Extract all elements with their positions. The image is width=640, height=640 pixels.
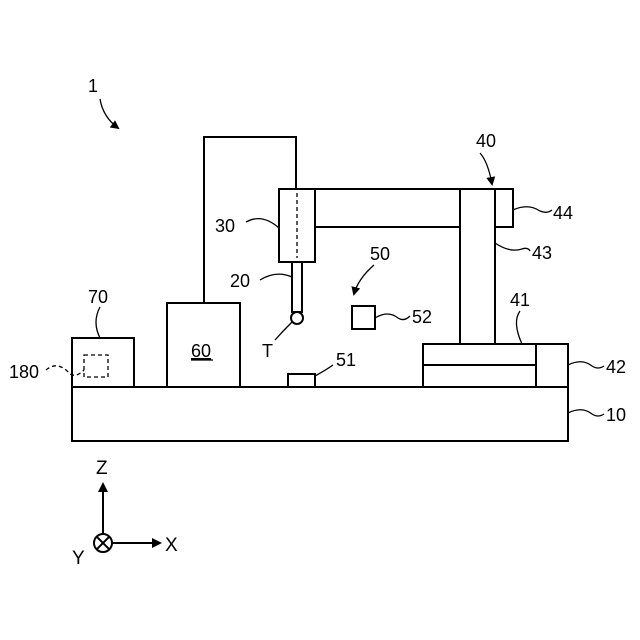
label-43: 43 — [532, 243, 552, 263]
arrow-50 — [354, 265, 374, 294]
y-axis-label: Y — [72, 548, 85, 569]
label-40: 40 — [476, 131, 496, 151]
leader-T — [275, 322, 292, 340]
controller-70 — [72, 338, 134, 387]
label-1: 1 — [88, 76, 98, 96]
z-axis-label: Z — [96, 458, 108, 479]
object-51 — [288, 374, 315, 387]
leader-43 — [495, 243, 530, 251]
leader-20 — [260, 274, 292, 280]
x-axis-label: X — [165, 535, 178, 556]
label-41: 41 — [510, 290, 530, 310]
label-70: 70 — [88, 287, 108, 307]
leader-30 — [246, 219, 279, 228]
arrow-1 — [100, 99, 118, 128]
base-10 — [72, 387, 568, 441]
label-52: 52 — [412, 307, 432, 327]
leader-10 — [568, 410, 604, 416]
leader-42 — [568, 362, 604, 368]
stylus-20 — [292, 262, 302, 312]
label-T: T — [262, 341, 273, 361]
label-50: 50 — [370, 244, 390, 264]
label-180: 180 — [9, 362, 39, 382]
guide-42 — [536, 344, 568, 387]
column-43 — [460, 189, 495, 344]
probe-tip-T — [291, 312, 303, 324]
object-52 — [352, 306, 375, 329]
label-10: 10 — [606, 405, 626, 425]
arrow-40 — [480, 153, 492, 184]
label-30: 30 — [215, 216, 235, 236]
label-51: 51 — [336, 350, 356, 370]
leader-41 — [516, 311, 522, 344]
leader-51 — [315, 365, 333, 376]
leader-44 — [513, 207, 552, 213]
label-60: 60 — [191, 341, 211, 361]
leader-70 — [96, 307, 100, 338]
label-42: 42 — [606, 357, 626, 377]
label-44: 44 — [553, 203, 573, 223]
leader-52 — [375, 314, 410, 320]
label-20: 20 — [230, 271, 250, 291]
